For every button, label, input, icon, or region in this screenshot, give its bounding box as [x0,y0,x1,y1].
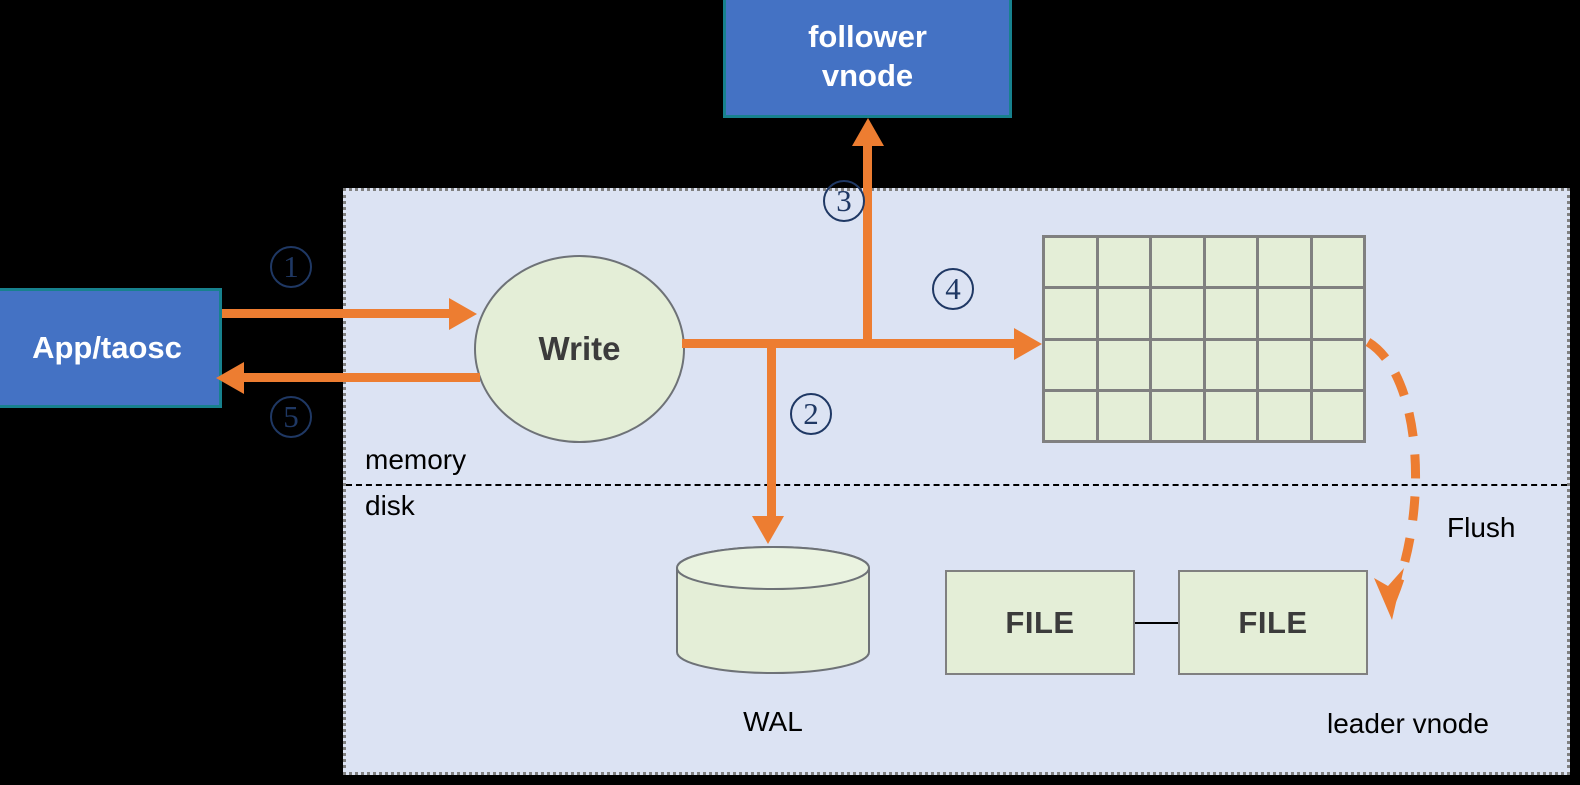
memtable-cell [1205,391,1256,440]
wal-label: WAL [743,706,803,737]
follower-vnode-node[interactable]: follower vnode [723,0,1012,118]
app-taosc-node[interactable]: App/taosc [0,288,222,408]
follower-vnode-label-line2: vnode [821,58,914,93]
memtable-cell [1098,391,1149,440]
memtable-cell [1205,289,1256,338]
edge-write-to-app [240,373,480,382]
disk-zone-label: disk [365,490,415,521]
edge-app-to-write [222,309,454,318]
memory-zone-label: memory [365,444,467,475]
edge-write-to-memtable-arrowhead [1014,328,1042,360]
write-label: Write [538,330,621,367]
file-block-2-label: FILE [1238,604,1308,640]
step-badge-4: 4 [932,268,974,310]
memtable-cell [1152,289,1203,338]
memtable-cell [1312,238,1363,287]
edge-write-to-memtable [682,339,1030,348]
memtable-cell [1098,340,1149,389]
write-node[interactable]: Write [474,255,685,443]
flush-label: Flush [1447,512,1516,543]
memtable-cell [1259,340,1310,389]
memtable-cell [1312,340,1363,389]
file-block-1[interactable]: FILE [945,570,1135,675]
edge-write-to-app-arrowhead [216,362,244,394]
edge-write-to-follower [863,136,872,346]
edge-write-to-wal [767,339,776,523]
memtable-cell [1205,340,1256,389]
step-badge-1: 1 [270,246,312,288]
memtable-cell [1152,391,1203,440]
leader-vnode-caption: leader vnode [1327,708,1489,739]
memtable-cell [1045,289,1096,338]
memtable-cell [1045,340,1096,389]
memtable-cell [1259,238,1310,287]
memtable-cell [1259,289,1310,338]
memtable-cell [1205,238,1256,287]
edge-write-to-wal-arrowhead [752,516,784,544]
step-badge-2: 2 [790,393,832,435]
follower-vnode-label-line1: follower [808,19,927,55]
memtable-cell [1045,238,1096,287]
file-link-connector [1135,622,1178,624]
memtable-cell [1312,391,1363,440]
memtable-cell [1098,238,1149,287]
memtable-cell [1045,391,1096,440]
file-block-1-label: FILE [1005,604,1075,640]
step-badge-3: 3 [823,180,865,222]
memtable-cell [1312,289,1363,338]
file-block-2[interactable]: FILE [1178,570,1368,675]
memory-disk-divider [346,484,1567,486]
edge-app-to-write-arrowhead [449,298,477,330]
memtable-cell [1152,340,1203,389]
step-badge-5: 5 [270,396,312,438]
app-taosc-label: App/taosc [32,329,182,365]
wal-cylinder-icon [676,546,870,674]
edge-write-to-follower-arrowhead [852,118,884,146]
edge-memtable-to-file-flush [1365,338,1420,620]
memtable-cell [1152,238,1203,287]
memtable-cell [1259,391,1310,440]
memtable-grid [1042,235,1366,443]
memtable-cell [1098,289,1149,338]
